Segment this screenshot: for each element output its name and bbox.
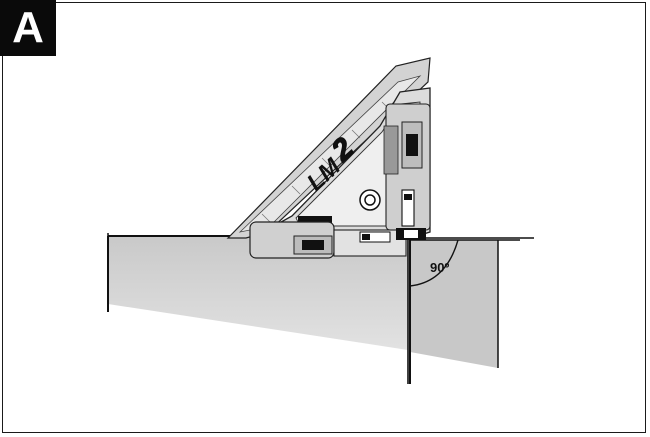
figure-label: A — [0, 0, 56, 56]
angle-label: 90º — [430, 260, 449, 275]
laser-lines — [407, 237, 534, 384]
laser-square-device — [226, 57, 431, 259]
figure-frame — [2, 2, 646, 433]
angle-arc — [409, 239, 459, 287]
wall-panel — [409, 239, 520, 384]
